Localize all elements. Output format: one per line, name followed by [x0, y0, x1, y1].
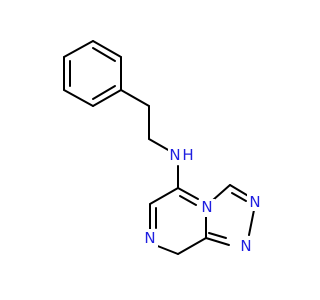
pyrazine-n-label: N: [142, 229, 158, 247]
bridge-n-label: N: [199, 198, 215, 217]
amine-h-text: H: [182, 146, 193, 164]
triazole-n2-label: N: [238, 237, 254, 255]
pyrazine-n-text: N: [144, 229, 155, 247]
amine-n-label: N H: [168, 146, 194, 164]
molecule-diagram: N H N N N N: [63, 40, 263, 255]
triazole-ring: [205, 184, 255, 246]
ethyl-linker: [120, 89, 171, 152]
triazole-n1-text: N: [249, 193, 260, 211]
amine-n-text: N: [169, 146, 180, 164]
pyrazine-ring: [149, 187, 207, 255]
bridge-n-text: N: [201, 198, 212, 216]
phenyl-ring: [63, 40, 122, 107]
triazole-n1-label: N: [247, 193, 263, 211]
triazole-n2-text: N: [240, 237, 251, 255]
